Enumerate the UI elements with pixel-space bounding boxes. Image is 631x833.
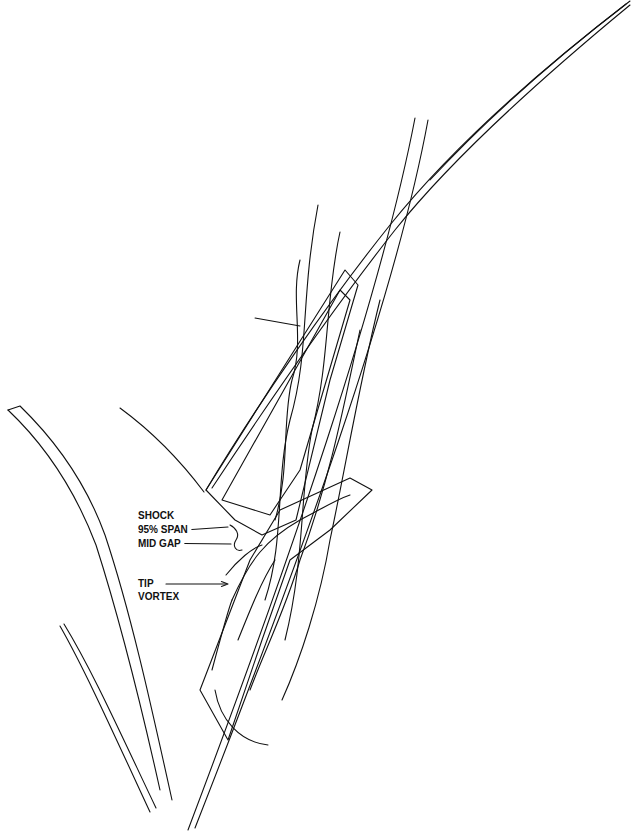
trace-line	[195, 120, 428, 828]
trace-line	[188, 118, 415, 830]
shock-surface	[206, 270, 358, 535]
leader-line	[192, 527, 228, 530]
vortex-surface	[200, 478, 372, 740]
callout-label: MID GAP	[138, 537, 181, 550]
vortex-surface	[212, 600, 232, 670]
shock-line	[120, 408, 204, 492]
vortex-surface	[215, 690, 268, 745]
blade-surface	[206, 1, 630, 490]
blade-surface	[64, 624, 156, 808]
blade-surface	[212, 5, 630, 488]
vortex-surface	[226, 545, 262, 575]
trace-line	[265, 205, 318, 600]
vortex-surfaces	[200, 270, 372, 745]
trace-line	[285, 232, 340, 640]
trace-line	[282, 300, 380, 700]
arrow-head	[221, 582, 228, 587]
callout-label: SHOCK	[138, 509, 174, 522]
callout-label: TIP VORTEX	[138, 577, 186, 603]
leader-lines	[166, 527, 231, 586]
blade-surface	[60, 626, 150, 812]
blade-surface	[430, 4, 626, 180]
blade-outlines	[8, 1, 630, 812]
trace-line	[275, 260, 300, 520]
shock-surface	[222, 290, 350, 515]
trace-line	[255, 318, 300, 326]
vortex-surface	[238, 560, 275, 640]
vortex-squiggle	[230, 525, 242, 550]
leader-line	[185, 543, 231, 545]
vortex-surface	[232, 495, 350, 600]
blade-surface	[8, 406, 172, 800]
callout-label: 95% SPAN	[138, 523, 188, 536]
leader-line	[166, 583, 226, 584]
blade-surface	[8, 410, 160, 790]
flow-traces	[188, 118, 428, 830]
trace-line	[250, 330, 360, 690]
